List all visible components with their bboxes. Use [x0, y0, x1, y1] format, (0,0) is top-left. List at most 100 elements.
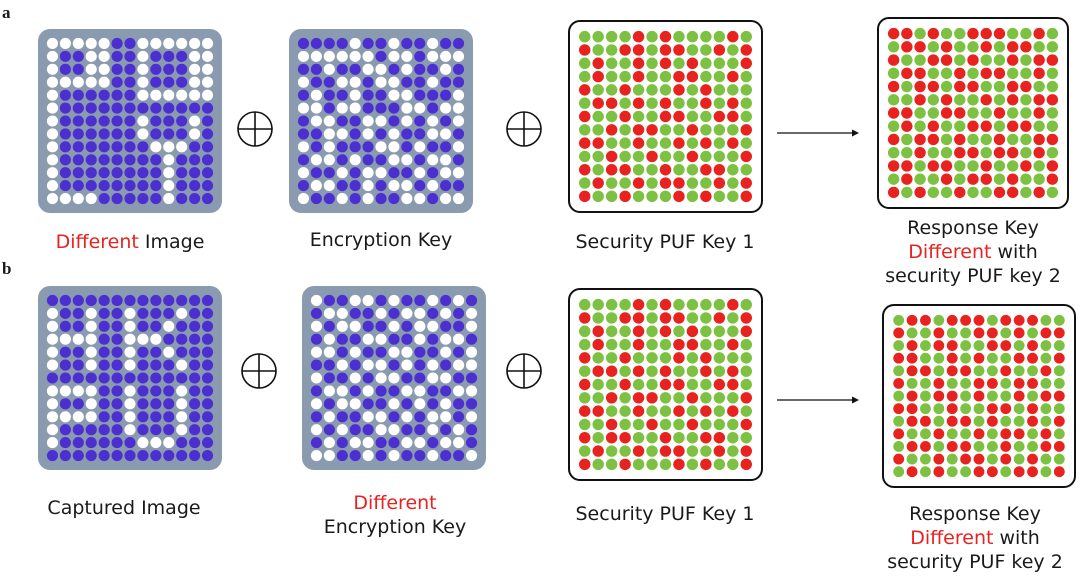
grid-dot [1007, 54, 1019, 66]
grid-dot [323, 167, 335, 179]
grid-dot [986, 453, 998, 465]
grid-dot [465, 320, 478, 332]
grid-dot [893, 403, 905, 415]
grid-dot [619, 432, 631, 444]
grid-dot [111, 346, 123, 358]
grid-dot [124, 307, 136, 319]
grid-dot [740, 190, 752, 203]
grid-dot [111, 294, 123, 307]
grid-dot [201, 424, 214, 436]
grid-dot [673, 164, 685, 176]
grid-dot [592, 458, 604, 471]
grid-dot [323, 63, 335, 75]
grid-dot [349, 398, 361, 410]
grid-dot [740, 30, 752, 43]
grid-dot [323, 398, 335, 410]
grid-dot [111, 424, 123, 436]
grid-dot [72, 437, 84, 449]
grid-dot [401, 50, 413, 62]
grid-dot [887, 186, 900, 199]
grid-dot [673, 124, 685, 136]
grid-dot [465, 307, 478, 319]
grid-dot [740, 164, 752, 176]
grid-dot [954, 54, 966, 66]
grid-dot [927, 94, 939, 106]
grid-dot [85, 424, 97, 436]
grid-dot [686, 110, 699, 123]
grid-dot [1053, 390, 1065, 402]
grid-dot [960, 390, 972, 402]
grid-dot [323, 115, 335, 127]
grid-dot [440, 411, 452, 423]
grid-dot [973, 428, 985, 440]
grid-dot [1000, 415, 1012, 427]
grid-dot [686, 365, 699, 377]
grid-dot [46, 141, 59, 153]
grid-dot [375, 141, 387, 153]
grid-dot [632, 97, 645, 109]
grid-dot [201, 50, 214, 62]
grid-dot [336, 192, 348, 205]
grid-dot [440, 437, 452, 449]
grid-dot [124, 385, 136, 397]
grid-dot [1040, 403, 1052, 415]
grid-dot [592, 445, 604, 457]
grid-dot [310, 154, 322, 166]
grid-dot [375, 437, 387, 449]
grid-dot [659, 312, 672, 324]
grid-dot [163, 141, 175, 153]
grid-dot [375, 89, 387, 101]
grid-dot [673, 378, 685, 391]
grid-dot [388, 180, 400, 192]
grid-dot [401, 37, 413, 50]
grid-dot [414, 89, 426, 101]
grid-dot [297, 180, 310, 192]
grid-dot [980, 147, 992, 159]
grid-dot [579, 312, 591, 324]
grid-dot [201, 76, 214, 88]
grid-dot [137, 372, 149, 384]
grid-dot [59, 424, 71, 436]
grid-dot [201, 411, 214, 423]
grid-dot [592, 365, 604, 377]
grid-dot [980, 173, 992, 185]
grid-dot [906, 466, 918, 478]
grid-dot [592, 325, 604, 337]
grid-dot [201, 167, 214, 179]
grid-dot [713, 378, 726, 391]
grid-dot [427, 63, 439, 75]
grid-dot [453, 398, 465, 410]
grid-dot [1033, 94, 1045, 106]
grid-dot [323, 154, 335, 166]
grid-dot [946, 453, 958, 465]
grid-dot [1020, 67, 1032, 79]
grid-dot [388, 167, 400, 179]
grid-dot [59, 385, 71, 397]
grid-dot [453, 359, 465, 371]
grid-dot [323, 346, 335, 358]
grid-dot [632, 312, 645, 324]
grid-dot [901, 147, 913, 159]
grid-dot [686, 137, 699, 149]
grid-dot [137, 89, 149, 101]
grid-dot [940, 54, 953, 66]
grid-dot [713, 137, 726, 149]
puf-dot-grid-a [579, 30, 752, 203]
grid-dot [46, 398, 59, 410]
grid-dot [659, 70, 672, 83]
grid-dot [887, 67, 900, 79]
grid-dot [592, 298, 604, 311]
grid-dot [201, 359, 214, 371]
grid-dot [150, 359, 162, 371]
grid-dot [933, 340, 945, 351]
grid-dot [427, 385, 439, 397]
grid-dot [646, 44, 658, 56]
grid-dot [740, 378, 752, 391]
grid-dot [727, 164, 739, 176]
grid-dot [700, 110, 712, 123]
grid-dot [686, 325, 699, 337]
grid-dot [893, 314, 905, 326]
grid-dot [189, 398, 201, 410]
grid-dot [1033, 186, 1045, 199]
grid-dot [189, 128, 201, 140]
